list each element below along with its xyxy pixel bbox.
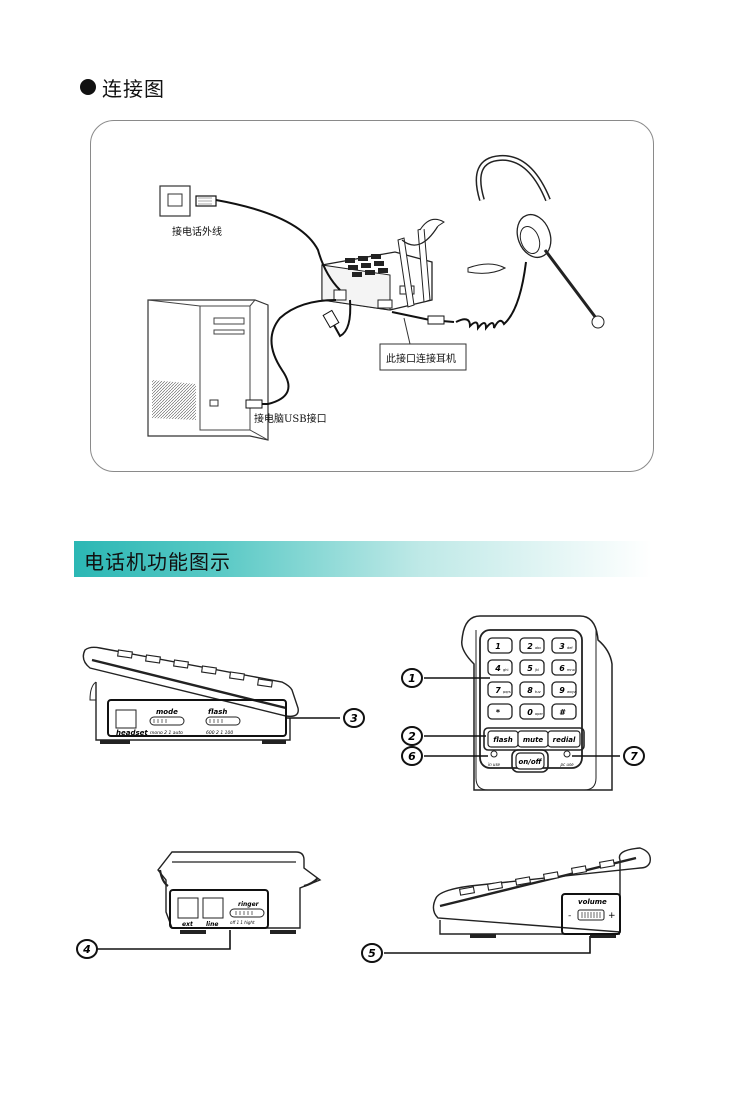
keypad-key-letters: wxyz bbox=[567, 690, 576, 694]
callout-circle bbox=[361, 943, 383, 963]
back-panel-highlight bbox=[169, 889, 269, 929]
callout-number: 4 bbox=[82, 943, 91, 956]
pc-use-indicator-icon bbox=[563, 750, 571, 758]
flash-switch-options: 600 2 1 100 bbox=[206, 730, 233, 736]
keypad-key-number: 2 bbox=[527, 642, 533, 651]
onoff-key-label: on/off bbox=[519, 758, 543, 766]
mute-key-label: mute bbox=[523, 736, 544, 744]
flash-key-label: flash bbox=[493, 736, 512, 744]
section-banner-functions: 电话机功能图示 bbox=[74, 541, 652, 577]
callout-number: 3 bbox=[350, 712, 358, 725]
keypad-key-number: 6 bbox=[559, 664, 565, 673]
keypad-key-number: 0 bbox=[527, 708, 533, 717]
volume-minus-label: - bbox=[568, 911, 571, 921]
keypad-key: # bbox=[551, 703, 577, 720]
headset-icon bbox=[467, 154, 605, 329]
ringer-switch-options: off 1 1 hight bbox=[230, 920, 255, 925]
keypad-key-number: 3 bbox=[559, 642, 565, 651]
pc-use-label: pc use bbox=[559, 762, 574, 767]
phone-side-view bbox=[82, 646, 340, 744]
keypad-key-letters: ghi bbox=[503, 668, 508, 672]
keypad-key-letters: jkl bbox=[534, 668, 539, 672]
section-title: 电话机功能图示 bbox=[84, 550, 231, 574]
line-port-label: line bbox=[206, 921, 218, 928]
bullet-icon bbox=[80, 79, 96, 95]
usb-port-label: 接电脑USB接口 bbox=[254, 414, 327, 425]
redial-key-label: redial bbox=[553, 736, 576, 744]
section-title: 连接图 bbox=[102, 76, 165, 101]
wall-socket-icon bbox=[159, 185, 217, 217]
keypad-key: * bbox=[487, 703, 513, 720]
keypad-key: 1 bbox=[487, 637, 513, 654]
headset-port-label-text: 此接口连接耳机 bbox=[386, 354, 456, 365]
ringer-switch-label: ringer bbox=[238, 901, 260, 908]
keypad-key-number: 9 bbox=[559, 686, 565, 695]
phone-line-label: 接电话外线 bbox=[172, 227, 222, 238]
callout-number: 1 bbox=[408, 672, 416, 685]
keypad-key-letters: pqrs bbox=[503, 690, 511, 694]
phone-back-view bbox=[157, 851, 322, 934]
in-use-indicator-icon bbox=[490, 750, 498, 758]
ext-port-label: ext bbox=[182, 921, 194, 928]
flash-switch-label: flash bbox=[208, 708, 227, 716]
keypad-key-letters: tuv bbox=[535, 690, 541, 694]
mode-switch-label: mode bbox=[156, 708, 178, 716]
keypad-key-letters: def bbox=[567, 646, 573, 650]
keypad-key-letters: mno bbox=[567, 668, 575, 672]
headset-port-label-box bbox=[379, 343, 467, 371]
keypad-key-number: 8 bbox=[527, 686, 533, 695]
telephone-icon bbox=[321, 218, 445, 311]
callout-circle bbox=[623, 746, 645, 766]
keypad-key-number: # bbox=[559, 708, 566, 717]
keypad-key-letters: abc bbox=[535, 646, 541, 650]
plug-icon bbox=[245, 309, 445, 409]
function-keys bbox=[483, 727, 585, 773]
phone-volume-side-view bbox=[432, 847, 651, 938]
keypad-key-number: * bbox=[496, 708, 501, 717]
callout-number: 5 bbox=[368, 947, 376, 960]
callout-circle bbox=[401, 726, 423, 746]
callout-number: 7 bbox=[630, 750, 638, 763]
keypad-key-number: 7 bbox=[495, 686, 501, 695]
connection-diagram-frame bbox=[90, 120, 654, 472]
volume-panel-highlight bbox=[561, 893, 621, 935]
keypad-key-number: 4 bbox=[494, 664, 501, 673]
callout-lines bbox=[92, 677, 620, 954]
headset-port-label: headset bbox=[116, 729, 148, 737]
callout-markers: 1 2 3 4 5 6 7 bbox=[76, 668, 645, 963]
callout-circle bbox=[401, 746, 423, 766]
cables bbox=[215, 199, 527, 405]
keypad-key-number: 1 bbox=[495, 642, 501, 651]
volume-plus-label: + bbox=[608, 911, 616, 921]
callout-circle bbox=[343, 708, 365, 728]
mode-switch-options: mono 2 1 auto bbox=[150, 730, 183, 736]
headset-port-pointer bbox=[403, 317, 411, 345]
in-use-label: in use bbox=[488, 762, 501, 767]
volume-label: volume bbox=[578, 898, 607, 906]
keypad-key-number: 5 bbox=[527, 664, 533, 673]
computer-tower-icon bbox=[147, 299, 269, 441]
callout-circle bbox=[401, 668, 423, 688]
section-header-connection: 连接图 bbox=[80, 72, 165, 102]
keypad-key-letters: oper bbox=[535, 712, 544, 716]
callout-number: 2 bbox=[408, 730, 416, 743]
callout-number: 6 bbox=[408, 750, 416, 763]
callout-circle bbox=[76, 939, 98, 959]
